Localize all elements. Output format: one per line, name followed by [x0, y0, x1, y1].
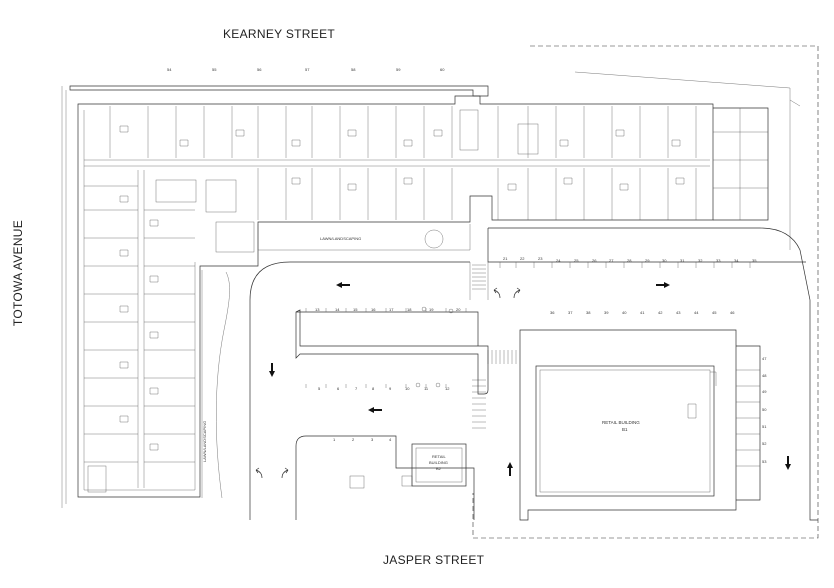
stall-number: 10	[405, 386, 410, 391]
wheelchair-icon	[415, 306, 454, 388]
parking-lot	[249, 227, 818, 521]
stall-number: 21	[503, 256, 508, 261]
stall-number: 2	[352, 437, 355, 442]
stall-number: 46	[730, 310, 735, 315]
residential-building	[77, 95, 769, 498]
retail-b2-code: B2	[436, 466, 442, 471]
stall-number: 22	[520, 256, 525, 261]
landscaping-west-strip	[201, 270, 230, 499]
stall-number: 53	[762, 459, 767, 464]
stall-number: 20	[456, 307, 461, 312]
retail-b1-title: RETAIL BUILDING	[602, 420, 640, 425]
parking-numbers-south-row: 1 2 3 4	[333, 437, 392, 442]
stall-number: 47	[762, 356, 767, 361]
parking-numbers-island-south: 5 6 7 8 9 10 11 12	[318, 386, 450, 391]
stall-number: 25	[574, 258, 579, 263]
stall-number: 8	[372, 386, 375, 391]
landscaping-north-strip	[257, 224, 471, 251]
stall-number: 31	[680, 258, 685, 263]
arrow-left-icon	[336, 282, 350, 288]
stall-number: 41	[640, 310, 645, 315]
stall-number: 11	[424, 386, 429, 391]
stall-number: 29	[645, 258, 650, 263]
stall-number: 26	[592, 258, 597, 263]
stall-number: 34	[734, 258, 739, 263]
stall-number: 37	[568, 310, 573, 315]
curb-east	[574, 71, 801, 250]
unit-number: 58	[351, 67, 356, 72]
arrow-right-icon	[656, 282, 670, 288]
stall-number: 28	[627, 258, 632, 263]
sidewalk-north	[61, 86, 67, 508]
stall-number: 40	[622, 310, 627, 315]
stall-number: 4	[389, 437, 392, 442]
turn-arrow-icon	[255, 287, 521, 479]
stall-number: 23	[538, 256, 543, 261]
direction-arrow-icon	[269, 282, 791, 476]
stall-number: 49	[762, 389, 767, 394]
stall-number: 38	[586, 310, 591, 315]
stall-number: 27	[609, 258, 614, 263]
stall-number: 44	[694, 310, 699, 315]
parking-numbers-row-top-right: 21 22 23 24 25 26 27 28 29 30 31 32 33 3…	[503, 256, 757, 263]
parking-numbers-row-mid-right: 36 37 38 39 40 41 42 43 44 45 46	[550, 310, 735, 315]
landscaping-west-label: LAWN/LANDSCAPING	[202, 421, 207, 462]
unit-number: 60	[440, 67, 445, 72]
kearney-street-label: KEARNEY STREET	[223, 27, 336, 41]
stall-number: 15	[353, 307, 358, 312]
stall-number: 5	[318, 386, 321, 391]
unit-number: 54	[167, 67, 172, 72]
arrow-down-icon	[785, 456, 791, 470]
unit-number: 59	[396, 67, 401, 72]
property-line	[472, 45, 819, 539]
stall-number: 19	[429, 307, 434, 312]
retail-building-b1: RETAIL BUILDING B1	[535, 365, 717, 497]
stall-number: 24	[556, 258, 561, 263]
stall-number: 45	[712, 310, 717, 315]
arrow-up-icon	[507, 462, 513, 476]
stall-number: 3	[371, 437, 374, 442]
stall-number: 36	[550, 310, 555, 315]
stall-number: 13	[315, 307, 320, 312]
interior-fixtures	[119, 125, 685, 451]
stall-number: 12	[445, 386, 450, 391]
retail-b2-title2: BUILDING	[429, 460, 448, 465]
stall-number: 16	[371, 307, 376, 312]
parking-numbers-column-right: 47 48 49 50 51 52 53	[762, 356, 767, 464]
stall-number: 39	[604, 310, 609, 315]
unit-number: 56	[257, 67, 262, 72]
unit-number: 57	[305, 67, 310, 72]
arrow-down-icon	[269, 363, 275, 377]
retail-b1-code: B1	[622, 427, 628, 432]
stall-number: 6	[337, 386, 340, 391]
stall-number: 18	[407, 307, 412, 312]
stall-number: 9	[389, 386, 392, 391]
stall-number: 17	[389, 307, 394, 312]
arrow-left-icon	[368, 407, 382, 413]
stall-number: 1	[333, 437, 336, 442]
stall-number: 51	[762, 424, 767, 429]
retail-building-b2: RETAIL BUILDING B2	[411, 443, 467, 487]
stall-number: 14	[335, 307, 340, 312]
jasper-street-label: JASPER STREET	[383, 553, 485, 567]
stall-number: 35	[752, 258, 757, 263]
stall-number: 30	[662, 258, 667, 263]
lot-outline	[69, 85, 489, 97]
stall-number: 42	[658, 310, 663, 315]
stall-number: 52	[762, 441, 767, 446]
unit-number: 55	[212, 67, 217, 72]
stall-number: 43	[676, 310, 681, 315]
parking-numbers-island-north: 13 14 15 16 17 18 19 20	[315, 307, 461, 312]
top-unit-numbers: 54 55 56 57 58 59 60	[167, 67, 445, 72]
landscaping-north-label: LAWN/LANDSCAPING	[320, 236, 361, 241]
stall-number: 48	[762, 373, 767, 378]
planter-circle	[424, 229, 444, 249]
stall-number: 32	[698, 258, 703, 263]
stall-number: 7	[355, 386, 358, 391]
stall-number: 33	[716, 258, 721, 263]
stall-number: 50	[762, 407, 767, 412]
retail-b2-title: RETAIL	[432, 454, 446, 459]
